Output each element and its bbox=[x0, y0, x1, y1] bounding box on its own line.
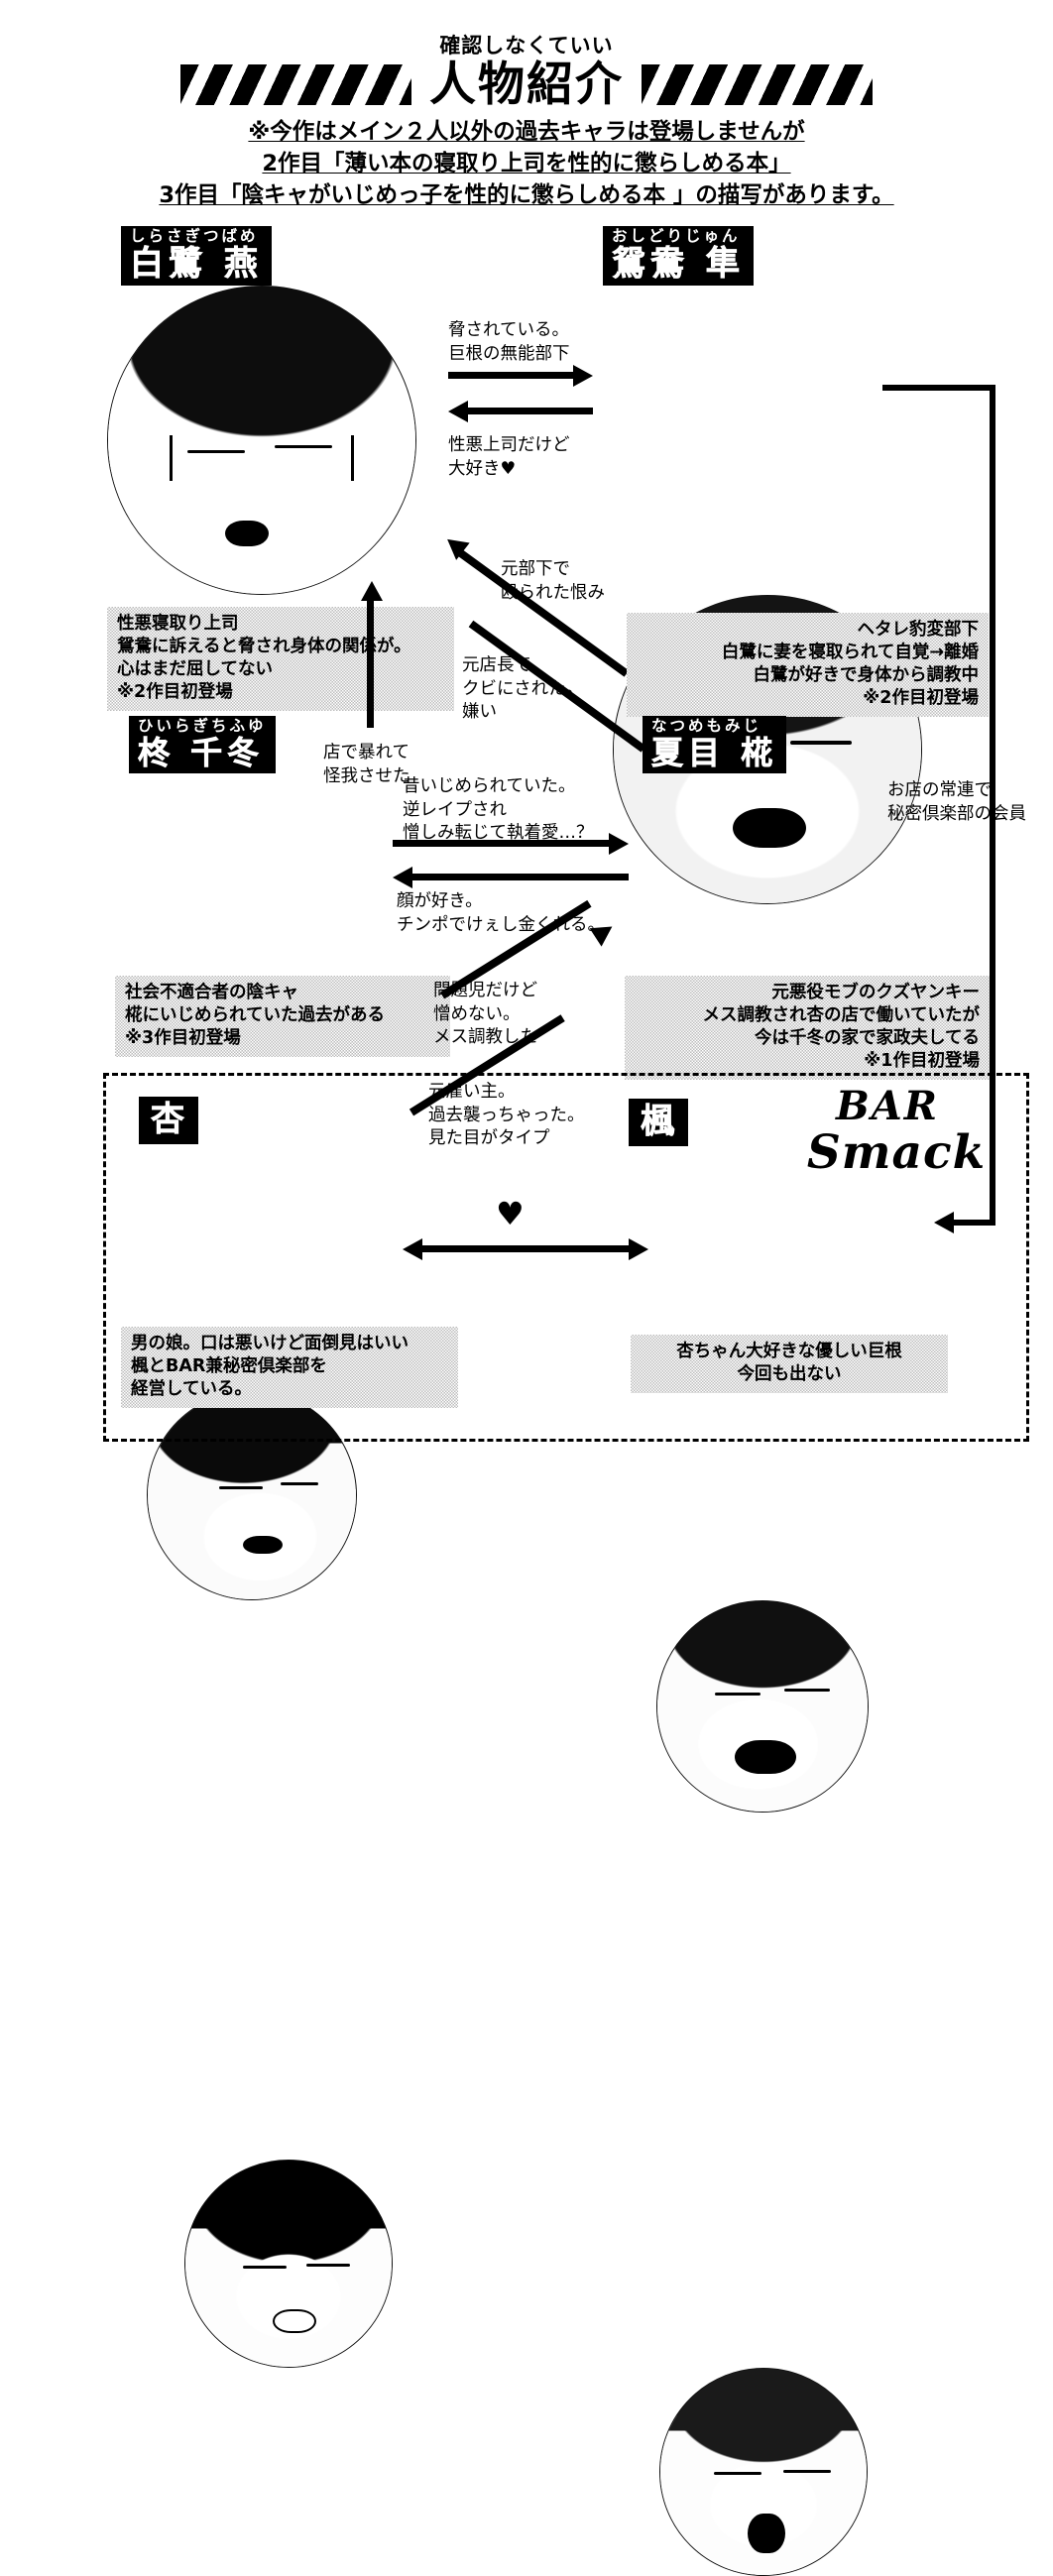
oshidori-kana: おしどりじゅん bbox=[612, 227, 741, 245]
anzu-eye-left bbox=[243, 2266, 287, 2269]
relation-anzu-to-natsume: 元雇い主。 過去襲っちゃった。 見た目がタイプ bbox=[428, 1082, 585, 1149]
natsume-face-art bbox=[657, 1601, 868, 1812]
nameplate-shirasagi: しらさぎつばめ 白鷺 燕 bbox=[121, 226, 272, 286]
arrow-hiiragi-to-shirasagi bbox=[367, 599, 374, 728]
natsume-eye-left bbox=[715, 1693, 760, 1696]
nameplate-oshidori: おしどりじゅん 鴛鴦 隼 bbox=[603, 226, 754, 286]
relation-natsume-to-shirasagi-2: 元店長で クビにされた。 嫌い bbox=[462, 655, 584, 723]
relation-hiiragi-to-natsume: 昔いじめられていた。 逆レイプされ 憎しみ転じて執着愛…？ bbox=[403, 776, 594, 844]
relation-hiiragi-damage: 店で暴れて 怪我させた bbox=[323, 743, 410, 786]
hazard-stripe-right-icon bbox=[642, 64, 873, 106]
hiiragi-eye-left bbox=[219, 1486, 263, 1489]
description-oshidori: ヘタレ豹変部下 白鷺に妻を寝取られて自覚→離婚 白鷺が好きで身体から調教中 ※2… bbox=[627, 613, 989, 718]
description-shirasagi: 性悪寝取り上司 鴛鴦に訴えると脅され身体の関係が。 心はまだ屈してない ※2作目… bbox=[107, 607, 454, 712]
description-hiiragi: 社会不適合者の陰キャ 椛にいじめられていた過去がある ※3作目初登場 bbox=[115, 976, 450, 1058]
hazard-stripe-left-icon bbox=[180, 64, 411, 106]
oshidori-mouth bbox=[733, 808, 806, 848]
page-header: 確認しなくていい 人物紹介 bbox=[0, 36, 1053, 109]
shirasagi-glasses-icon bbox=[108, 435, 415, 481]
anzu-mouth bbox=[273, 2309, 316, 2333]
anzu-eye-right bbox=[306, 2264, 350, 2267]
relation-natsume-to-anzu: 問題児だけど 憎めない。 メス調教した bbox=[433, 981, 537, 1048]
natsume-mouth bbox=[735, 1740, 796, 1774]
arrow-anzu-kaede bbox=[420, 1245, 631, 1252]
portrait-shirasagi bbox=[107, 286, 416, 595]
bar-logo-line-1: BAR bbox=[835, 1083, 940, 1129]
shirasagi-kana: しらさぎつばめ bbox=[130, 227, 259, 245]
arrow-head-left-1 bbox=[448, 401, 468, 422]
nameplate-hiiragi: ひいらぎちふゆ 柊 千冬 bbox=[129, 716, 276, 773]
heart-icon: ♥ bbox=[496, 1195, 525, 1232]
arrow-hiiragi-to-natsume bbox=[393, 840, 611, 847]
notice-line-3: 3作目「陰キャがいじめっ子を性的に懲らしめる本 」の描写があります。 bbox=[159, 181, 894, 208]
page-title: 人物紹介 bbox=[429, 58, 624, 112]
arrow-head-right-3 bbox=[629, 1238, 648, 1260]
arrow-head-right-2 bbox=[609, 833, 629, 855]
arrow-head-right-1 bbox=[573, 365, 593, 387]
notice-block: ※今作はメイン２人以外の過去キャラは登場しませんが 2作目「薄い本の寝取り上司を… bbox=[0, 117, 1053, 212]
bar-smack-logo: BAR Smack bbox=[754, 1083, 1021, 1180]
anzu-face-art bbox=[185, 2161, 392, 2367]
kaede-eye-left bbox=[714, 2472, 761, 2475]
arrow-head-left-3 bbox=[934, 1212, 954, 1233]
arrow-oshidori-to-shirasagi bbox=[466, 408, 593, 414]
arrow-head-up-2 bbox=[361, 581, 383, 601]
notice-line-1: ※今作はメイン２人以外の過去キャラは登場しませんが bbox=[248, 119, 805, 145]
kaede-kanji: 楓 bbox=[641, 1102, 676, 1141]
portrait-anzu bbox=[184, 2160, 393, 2368]
nameplate-natsume: なつめもみじ 夏目 椛 bbox=[643, 716, 787, 773]
description-kaede: 杏ちゃん大好きな優しい巨根 今回も出ない bbox=[631, 1335, 948, 1394]
notice-line-2: 2作目「薄い本の寝取り上司を性的に懲らしめる本」 bbox=[262, 150, 791, 176]
arrow-shirasagi-to-oshidori bbox=[448, 372, 575, 379]
portrait-kaede bbox=[659, 2368, 868, 2576]
shirasagi-kanji: 白鷺 燕 bbox=[130, 243, 263, 284]
description-anzu: 男の娘。口は悪いけど面倒見はいい 楓とBAR兼秘密倶楽部を 経営している。 bbox=[121, 1327, 458, 1409]
connector-bar-entry bbox=[952, 1220, 995, 1226]
connector-oshidori-vertical bbox=[990, 385, 995, 1223]
oshidori-eye-right bbox=[790, 741, 852, 745]
relation-natsume-to-shirasagi: 元部下で 殴られた恨み bbox=[501, 559, 605, 603]
anzu-kanji: 杏 bbox=[151, 1100, 186, 1139]
relation-shirasagi-to-oshidori: 脅されている。 巨根の無能部下 bbox=[448, 320, 570, 364]
header-subtitle: 確認しなくていい bbox=[439, 34, 614, 58]
relation-oshidori-to-shirasagi: 性悪上司だけど 大好き♥ bbox=[448, 435, 570, 479]
nameplate-anzu: 杏 bbox=[139, 1097, 198, 1144]
kaede-mouth bbox=[748, 2514, 785, 2553]
shirasagi-mouth bbox=[225, 521, 269, 546]
portrait-natsume bbox=[656, 1600, 869, 1813]
natsume-kana: なつめもみじ bbox=[651, 717, 762, 735]
natsume-kanji: 夏目 椛 bbox=[651, 733, 778, 771]
nameplate-kaede: 楓 bbox=[629, 1099, 688, 1146]
hiiragi-kana: ひいらぎちふゆ bbox=[138, 717, 267, 735]
header-title-row: 人物紹介 bbox=[0, 60, 1053, 109]
hiiragi-mouth bbox=[243, 1536, 283, 1554]
oshidori-kanji: 鴛鴦 隼 bbox=[612, 243, 745, 284]
kaede-eye-right bbox=[783, 2470, 831, 2473]
connector-oshidori-top bbox=[882, 385, 995, 391]
natsume-eye-right bbox=[784, 1689, 830, 1692]
hiiragi-kanji: 柊 千冬 bbox=[138, 733, 265, 771]
bar-logo-line-2: Smack bbox=[806, 1125, 987, 1180]
arrow-natsume-to-hiiragi bbox=[410, 874, 629, 880]
hiiragi-eye-right bbox=[281, 1482, 318, 1485]
description-natsume: 元悪役モブのクズヤンキー メス調教され杏の店で働いていたが 今は千冬の家で家政夫… bbox=[625, 976, 990, 1081]
bar-smack-frame bbox=[103, 1073, 1029, 1442]
relation-oshidori-to-bar: お店の常連で 秘密倶楽部の会員 bbox=[887, 780, 1026, 824]
arrow-head-left-4 bbox=[403, 1238, 422, 1260]
arrow-head-left-2 bbox=[393, 867, 412, 888]
